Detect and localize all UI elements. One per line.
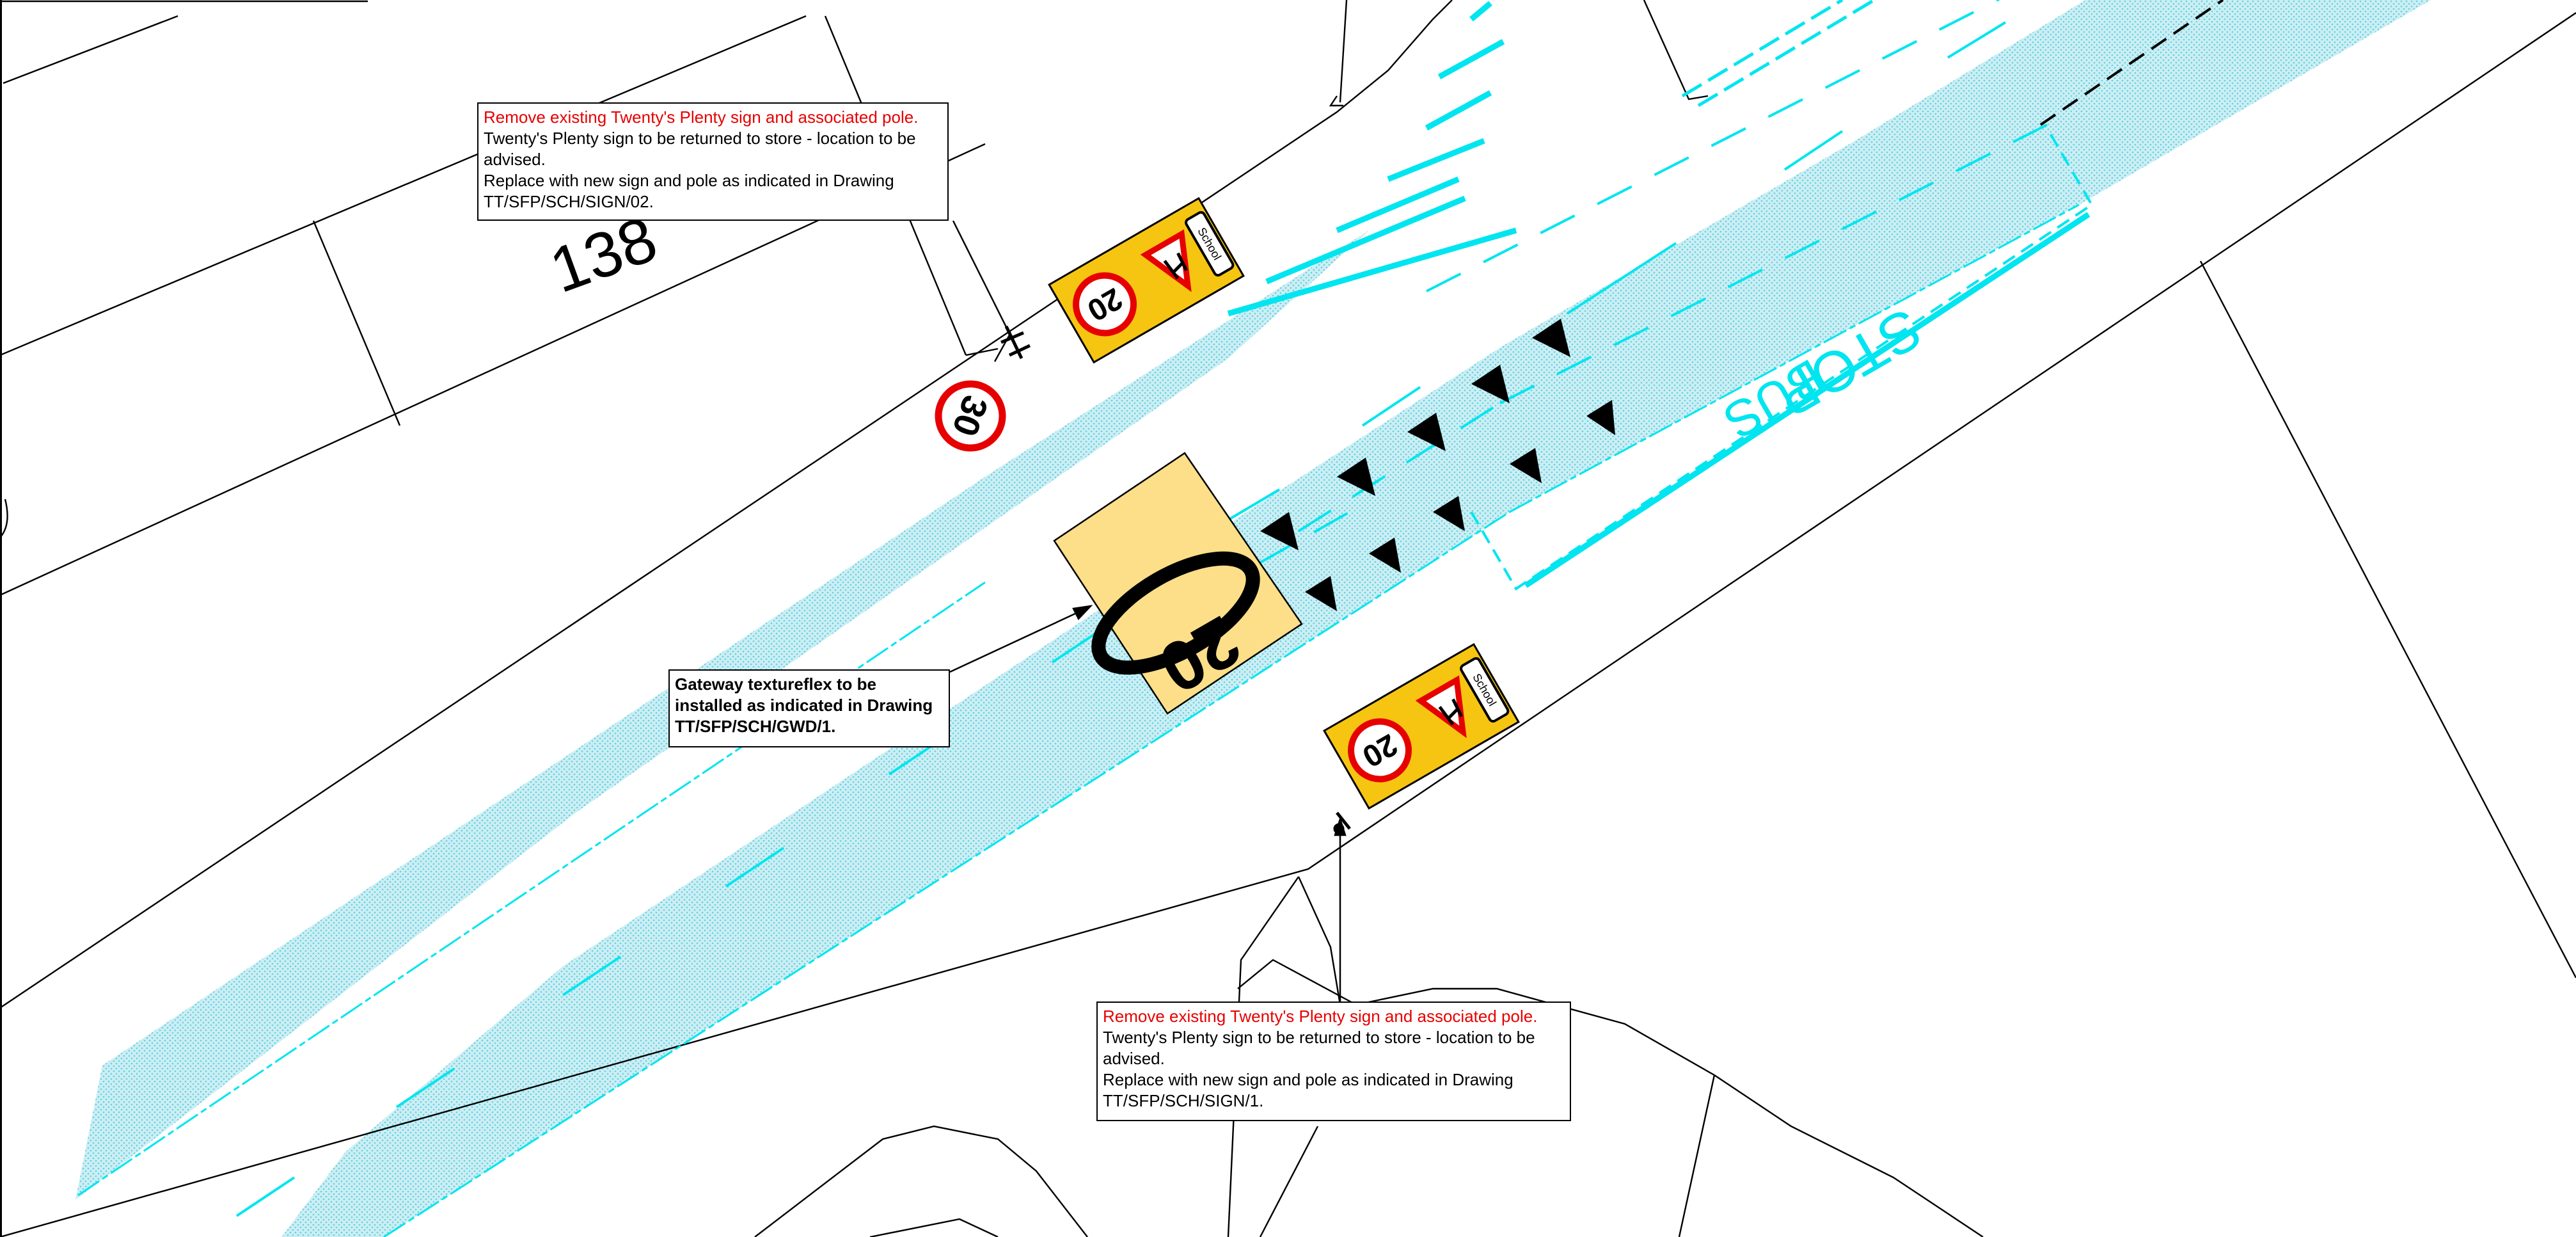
bus-stop-box: [1470, 127, 2094, 591]
north-footway: [75, 230, 1369, 1200]
south-footway: [281, 0, 2431, 1237]
note-gateway-textureflex-text: Gateway textureflex to be installed as i…: [675, 674, 933, 736]
note-gateway-textureflex: Gateway textureflex to be installed as i…: [668, 669, 950, 747]
note-remove-sign-bottom-line1: Twenty's Plenty sign to be returned to s…: [1103, 1028, 1535, 1068]
give-way-triangles: [1260, 319, 1615, 611]
note-remove-sign-bottom-heading: Remove existing Twenty's Plenty sign and…: [1103, 1007, 1538, 1026]
school-20-sign-bottom: 20 School: [1323, 642, 1520, 810]
gateway-textureflex: [1053, 452, 1303, 715]
pole-marker-top: [1000, 325, 1031, 360]
note-remove-sign-top: Remove existing Twenty's Plenty sign and…: [477, 102, 949, 221]
leader-lines: [949, 220, 1347, 1002]
junction-give-way-lines: [1681, 0, 2224, 126]
school-20-sign-top: 20 School: [1048, 196, 1245, 364]
note-remove-sign-bottom: Remove existing Twenty's Plenty sign and…: [1096, 1002, 1571, 1121]
note-remove-sign-bottom-line2: Replace with new sign and pole as indica…: [1103, 1070, 1513, 1110]
note-remove-sign-top-heading: Remove existing Twenty's Plenty sign and…: [484, 108, 919, 127]
speed-limit-30-sign: 30: [935, 380, 1006, 452]
note-remove-sign-top-line2: Replace with new sign and pole as indica…: [484, 171, 894, 211]
note-remove-sign-top-line1: Twenty's Plenty sign to be returned to s…: [484, 129, 916, 169]
junction-hatching: [1227, 1, 1517, 317]
